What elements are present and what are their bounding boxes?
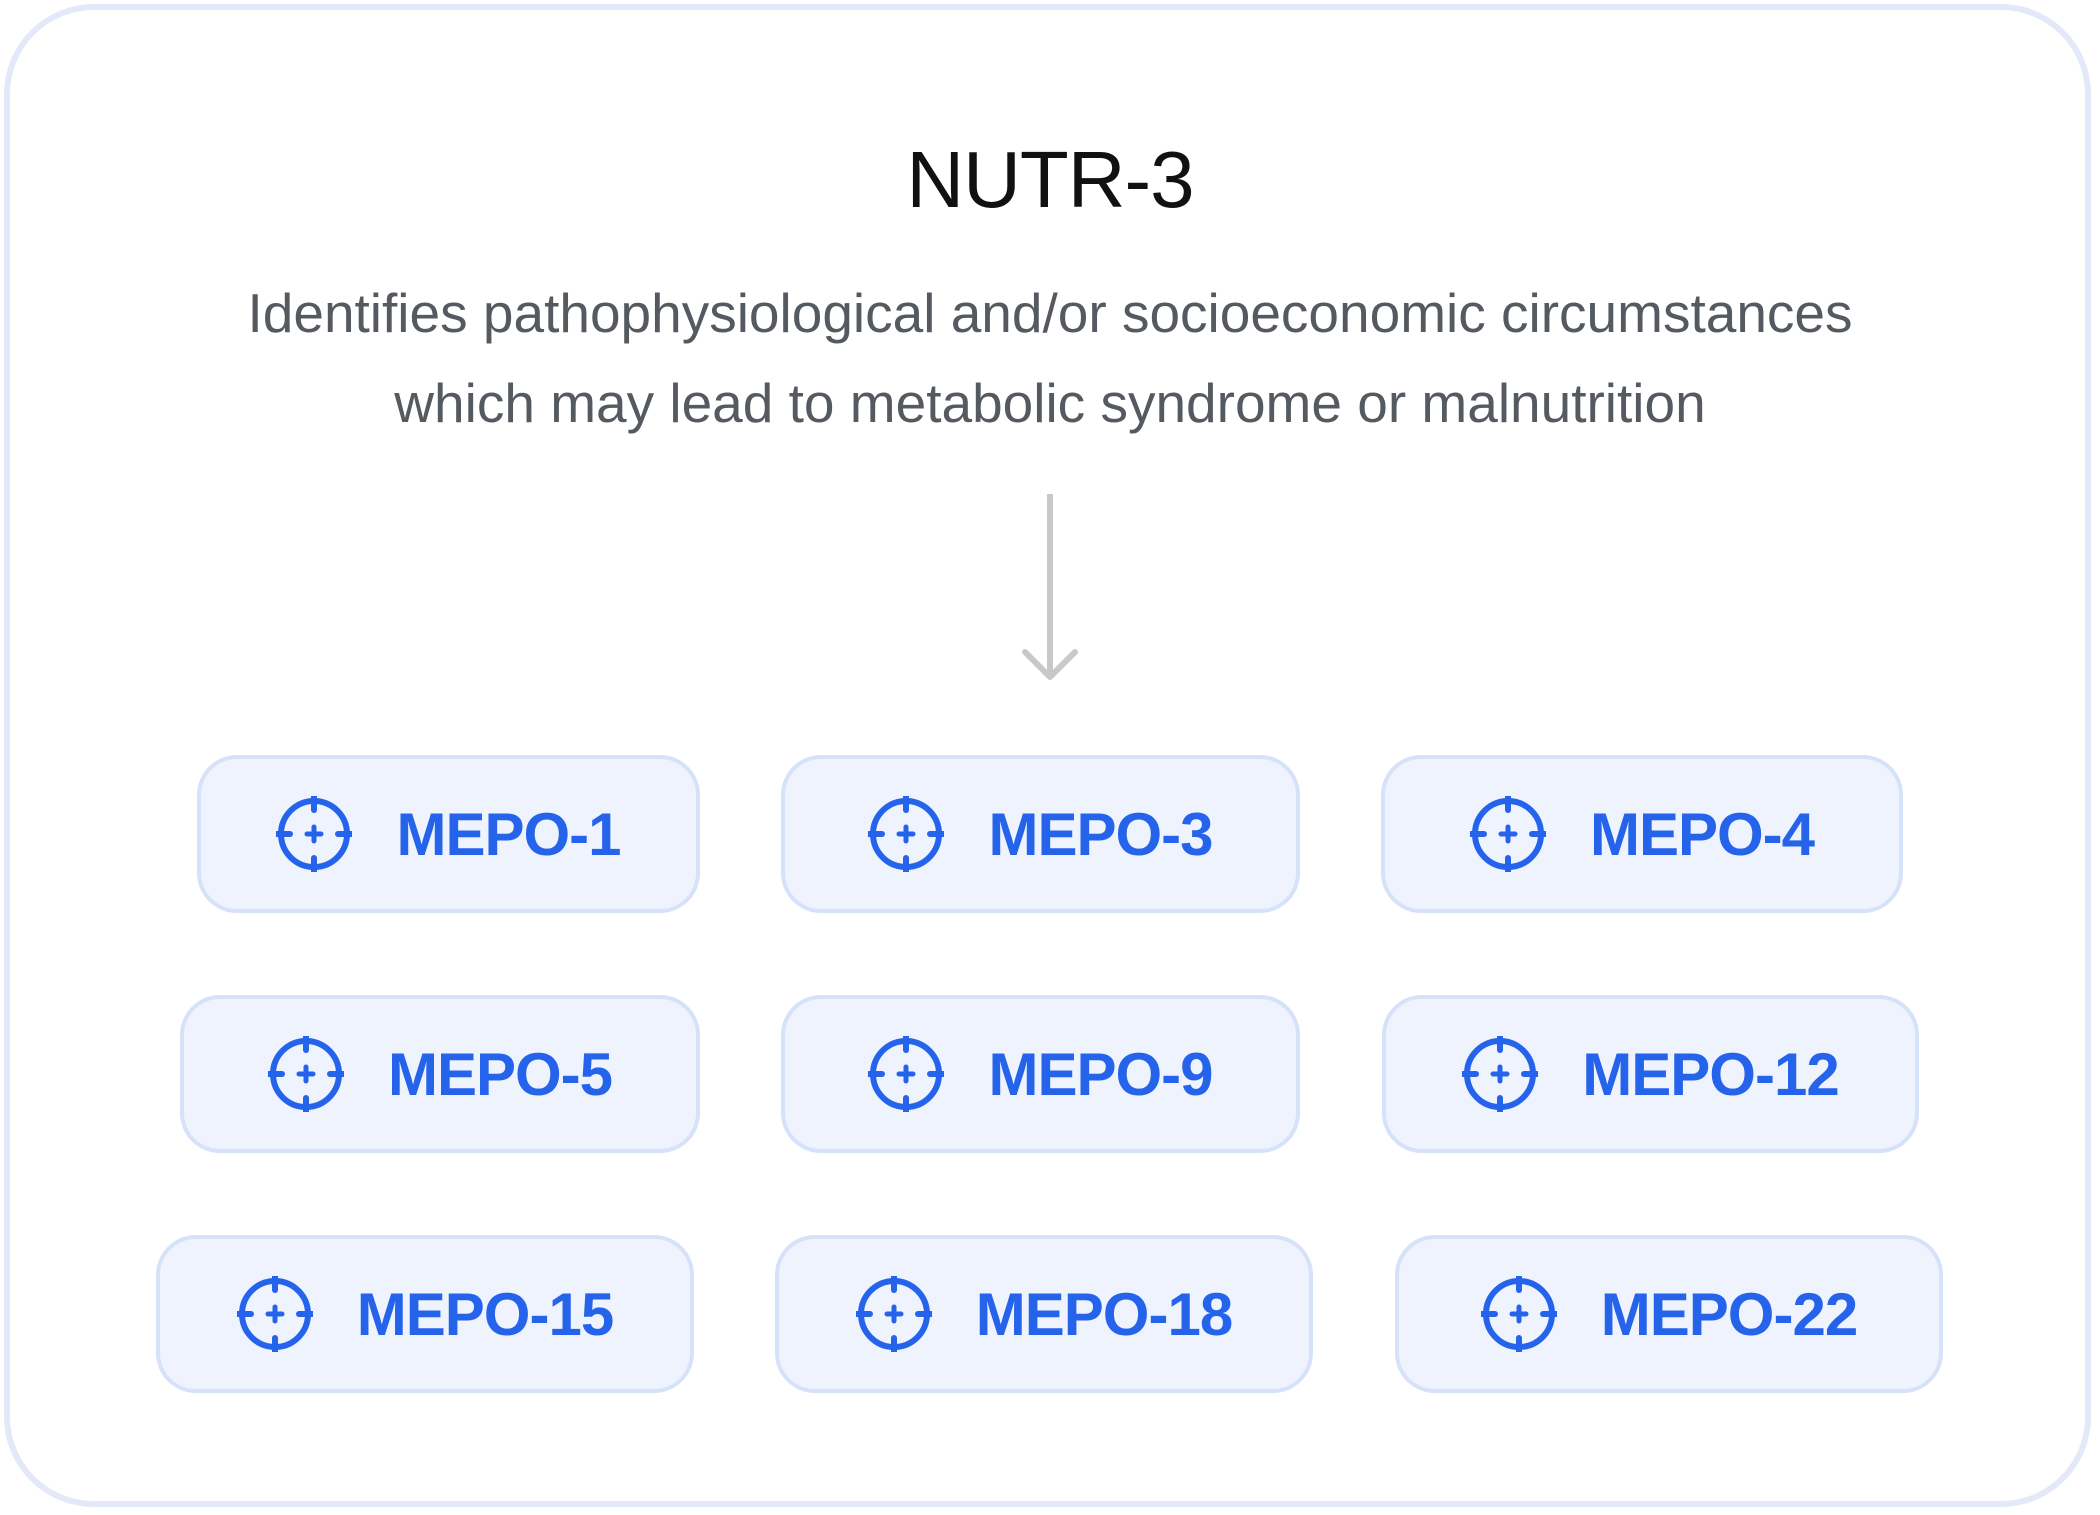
mepo-node-label: MEPO-5 [387,1040,613,1108]
mepo-node-label: MEPO-9 [988,1040,1213,1108]
description: Identifies pathophysiological and/or soc… [100,268,2000,448]
mepo-node-label: MEPO-12 [1582,1040,1839,1108]
mepo-node[interactable]: MEPO-22 [1395,1235,1943,1393]
mepo-node-label: MEPO-22 [1600,1280,1858,1348]
crosshair-icon [855,1276,932,1352]
mepo-node-label: MEPO-18 [975,1280,1233,1348]
mepo-node[interactable]: MEPO-18 [775,1235,1313,1393]
crosshair-icon [868,1036,945,1112]
crosshair-icon [1462,1036,1539,1112]
mepo-node-label: MEPO-1 [396,800,621,868]
page-title: NUTR-3 [906,135,1194,224]
arrow-down-icon [1022,494,1078,680]
crosshair-icon [267,1036,344,1112]
description-line-2: which may lead to metabolic syndrome or … [394,372,1706,434]
description-line-1: Identifies pathophysiological and/or soc… [247,282,1853,344]
mepo-node[interactable]: MEPO-12 [1382,995,1919,1153]
crosshair-icon [868,796,945,872]
crosshair-icon [1469,796,1546,872]
mepo-node-label: MEPO-15 [356,1280,614,1348]
mepo-node[interactable]: MEPO-3 [781,755,1300,913]
mepo-node-label: MEPO-4 [1589,800,1815,868]
mepo-node-label: MEPO-3 [988,800,1213,868]
crosshair-icon [236,1276,313,1352]
mepo-node[interactable]: MEPO-15 [156,1235,694,1393]
mepo-node[interactable]: MEPO-4 [1381,755,1903,913]
mepo-node[interactable]: MEPO-9 [781,995,1300,1153]
crosshair-icon [276,796,353,872]
crosshair-icon [1480,1276,1557,1352]
mepo-node[interactable]: MEPO-1 [197,755,700,913]
mepo-node[interactable]: MEPO-5 [180,995,700,1153]
